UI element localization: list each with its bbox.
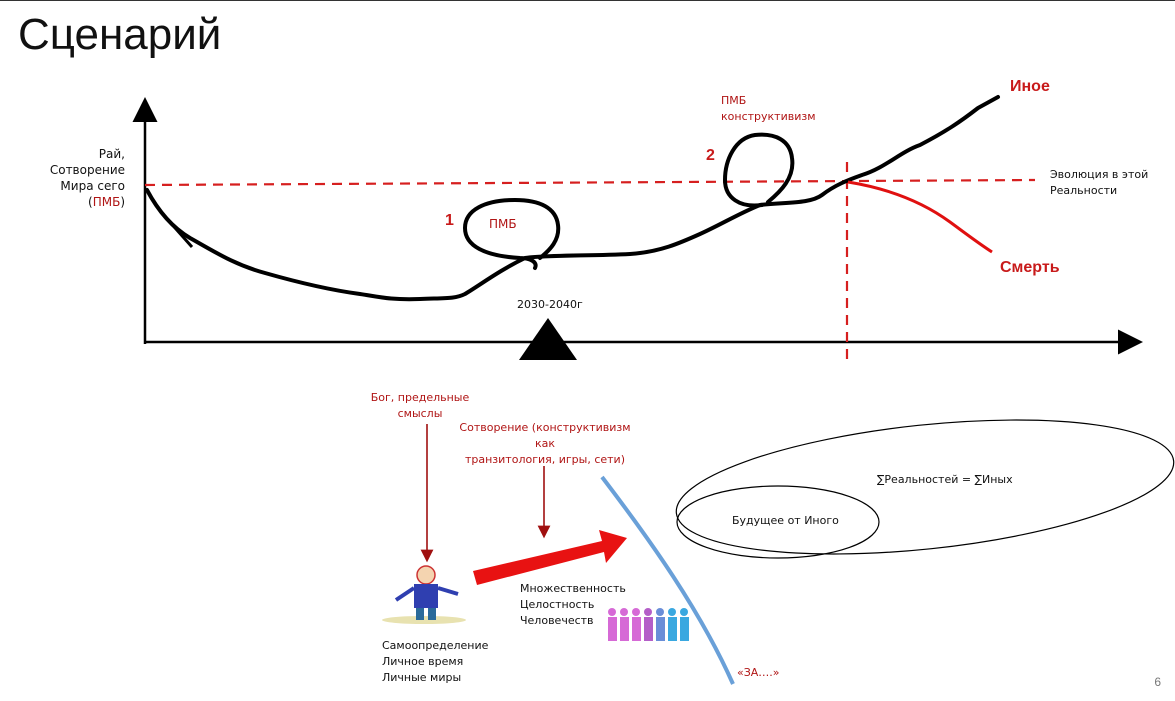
evolution-dashed-line bbox=[144, 178, 1036, 187]
pmb-loop-1 bbox=[462, 197, 561, 270]
marker-one: 1 bbox=[445, 212, 454, 229]
pmb-loop-2-label-line1: ПМБ bbox=[721, 94, 747, 107]
page-title: Сценарий bbox=[18, 10, 222, 59]
pmb-loop-2-label-line2: конструктивизм bbox=[721, 110, 816, 123]
future-ellipse bbox=[676, 485, 880, 559]
evolution-label-line1: Эволюция в этой bbox=[1050, 168, 1149, 181]
god-label: Бог, предельные смыслы bbox=[360, 390, 480, 422]
multiplicity-label: Множественность Целостность Человечеств bbox=[520, 581, 626, 629]
smert-label: Смерть bbox=[1000, 259, 1060, 276]
y-axis-label-line2: Сотворение bbox=[49, 163, 125, 177]
self-label-line2: Личное время bbox=[382, 655, 464, 668]
multiplicity-label-line2: Целостность bbox=[520, 598, 595, 611]
pmb-loop-2-label: ПМБ конструктивизм bbox=[721, 93, 816, 125]
y-axis-label-line3: Мира сего bbox=[60, 179, 125, 193]
people-group-icon bbox=[608, 608, 689, 641]
pmb-loop-1-label: ПМБ bbox=[489, 217, 517, 231]
death-curve bbox=[847, 180, 993, 254]
za-label: «ЗА….» bbox=[737, 666, 780, 679]
inoe-label: Иное bbox=[1010, 78, 1050, 95]
self-label: Самоопределение Личное время Личные миры bbox=[382, 638, 488, 686]
realities-ellipse bbox=[675, 419, 1175, 555]
curve-tail bbox=[166, 219, 194, 248]
scenario-curve bbox=[145, 95, 1000, 302]
sum-realities-label: ∑Реальностей = ∑Иных bbox=[877, 473, 1013, 486]
self-label-line1: Самоопределение bbox=[382, 639, 489, 652]
page-number: 6 bbox=[1154, 675, 1161, 689]
pmb-loop-2 bbox=[722, 132, 795, 208]
marker-two: 2 bbox=[706, 147, 715, 164]
y-axis-label-line4: (ПМБ) bbox=[88, 195, 125, 209]
creation-label-line2: транзитология, игры, сети) bbox=[464, 453, 625, 466]
y-axis-label-line1: Рай, bbox=[98, 147, 125, 161]
god-label-line1: Бог, предельные bbox=[370, 391, 470, 404]
big-red-arrow bbox=[473, 530, 627, 585]
y-axis-label: Рай, Сотворение Мира сего (ПМБ) bbox=[40, 146, 125, 210]
multiplicity-label-line1: Множественность bbox=[520, 582, 626, 595]
top-border-line bbox=[0, 0, 1175, 1]
creation-label: Сотворение (конструктивизм как транзитол… bbox=[450, 420, 640, 468]
creation-label-line1: Сотворение (конструктивизм как bbox=[459, 421, 631, 450]
person-figure-icon bbox=[382, 565, 466, 624]
evolution-label: Эволюция в этой Реальности bbox=[1050, 167, 1148, 199]
future-label: Будущее от Иного bbox=[732, 514, 839, 527]
self-label-line3: Личные миры bbox=[382, 671, 462, 684]
blue-arc bbox=[600, 475, 735, 685]
multiplicity-label-line3: Человечеств bbox=[520, 614, 594, 627]
y-axis-pmb-label: ПМБ bbox=[92, 195, 121, 209]
date-triangle-marker bbox=[519, 318, 577, 360]
god-label-line2: смыслы bbox=[397, 407, 443, 420]
evolution-label-line2: Реальности bbox=[1050, 184, 1118, 197]
date-label: 2030-2040г bbox=[517, 298, 583, 311]
